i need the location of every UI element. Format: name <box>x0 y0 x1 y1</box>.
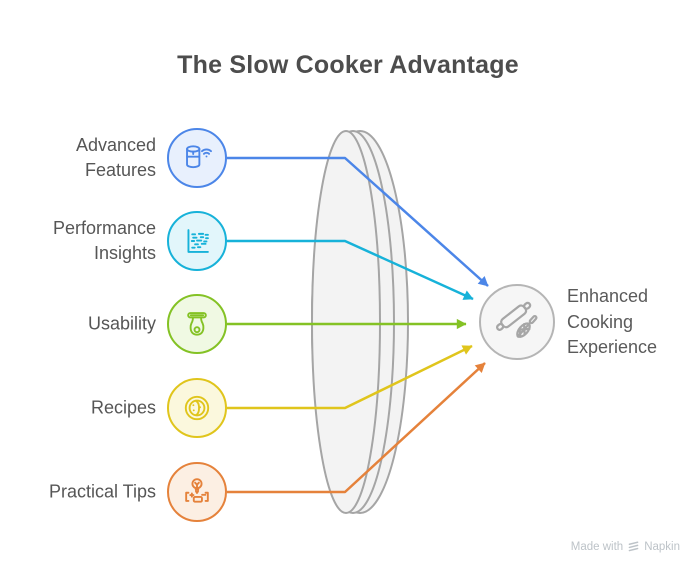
attribution: Made with Napkin <box>571 540 680 553</box>
smart-cooker-wifi-icon <box>186 145 213 169</box>
item-label-recipes: Recipes <box>90 397 156 418</box>
diagram-title: The Slow Cooker Advantage <box>177 51 519 79</box>
peeler-icon <box>187 312 207 336</box>
output-label: Enhanced Cooking Experience <box>567 285 658 357</box>
item-circle-advanced-features <box>167 128 227 188</box>
item-circle-practical-tips <box>167 462 227 522</box>
attribution-prefix: Made with <box>570 540 624 553</box>
rolling-pin-whisk-icon <box>495 301 538 338</box>
connector-advanced-features <box>227 156 489 287</box>
item-label-performance-insights: Performance Insights <box>52 218 156 263</box>
lightbulb-tips-icon <box>185 478 209 503</box>
item-circle-usability <box>167 294 227 354</box>
item-label-advanced-features: Advanced Features <box>75 135 156 180</box>
item-circle-performance-insights <box>167 211 227 271</box>
connector-practical-tips <box>227 362 486 494</box>
item-label-practical-tips: Practical Tips <box>48 481 156 502</box>
connector-performance-insights <box>227 239 474 301</box>
output-circle <box>479 284 555 360</box>
attribution-brand: Napkin <box>644 540 680 553</box>
napkin-logo-icon <box>628 541 639 552</box>
plate-food-icon <box>184 395 210 421</box>
item-circle-recipes <box>167 378 227 438</box>
performance-chart-icon <box>187 229 209 253</box>
lens-shape <box>311 130 409 514</box>
connector-recipes <box>227 344 473 410</box>
item-label-usability: Usability <box>87 313 156 334</box>
